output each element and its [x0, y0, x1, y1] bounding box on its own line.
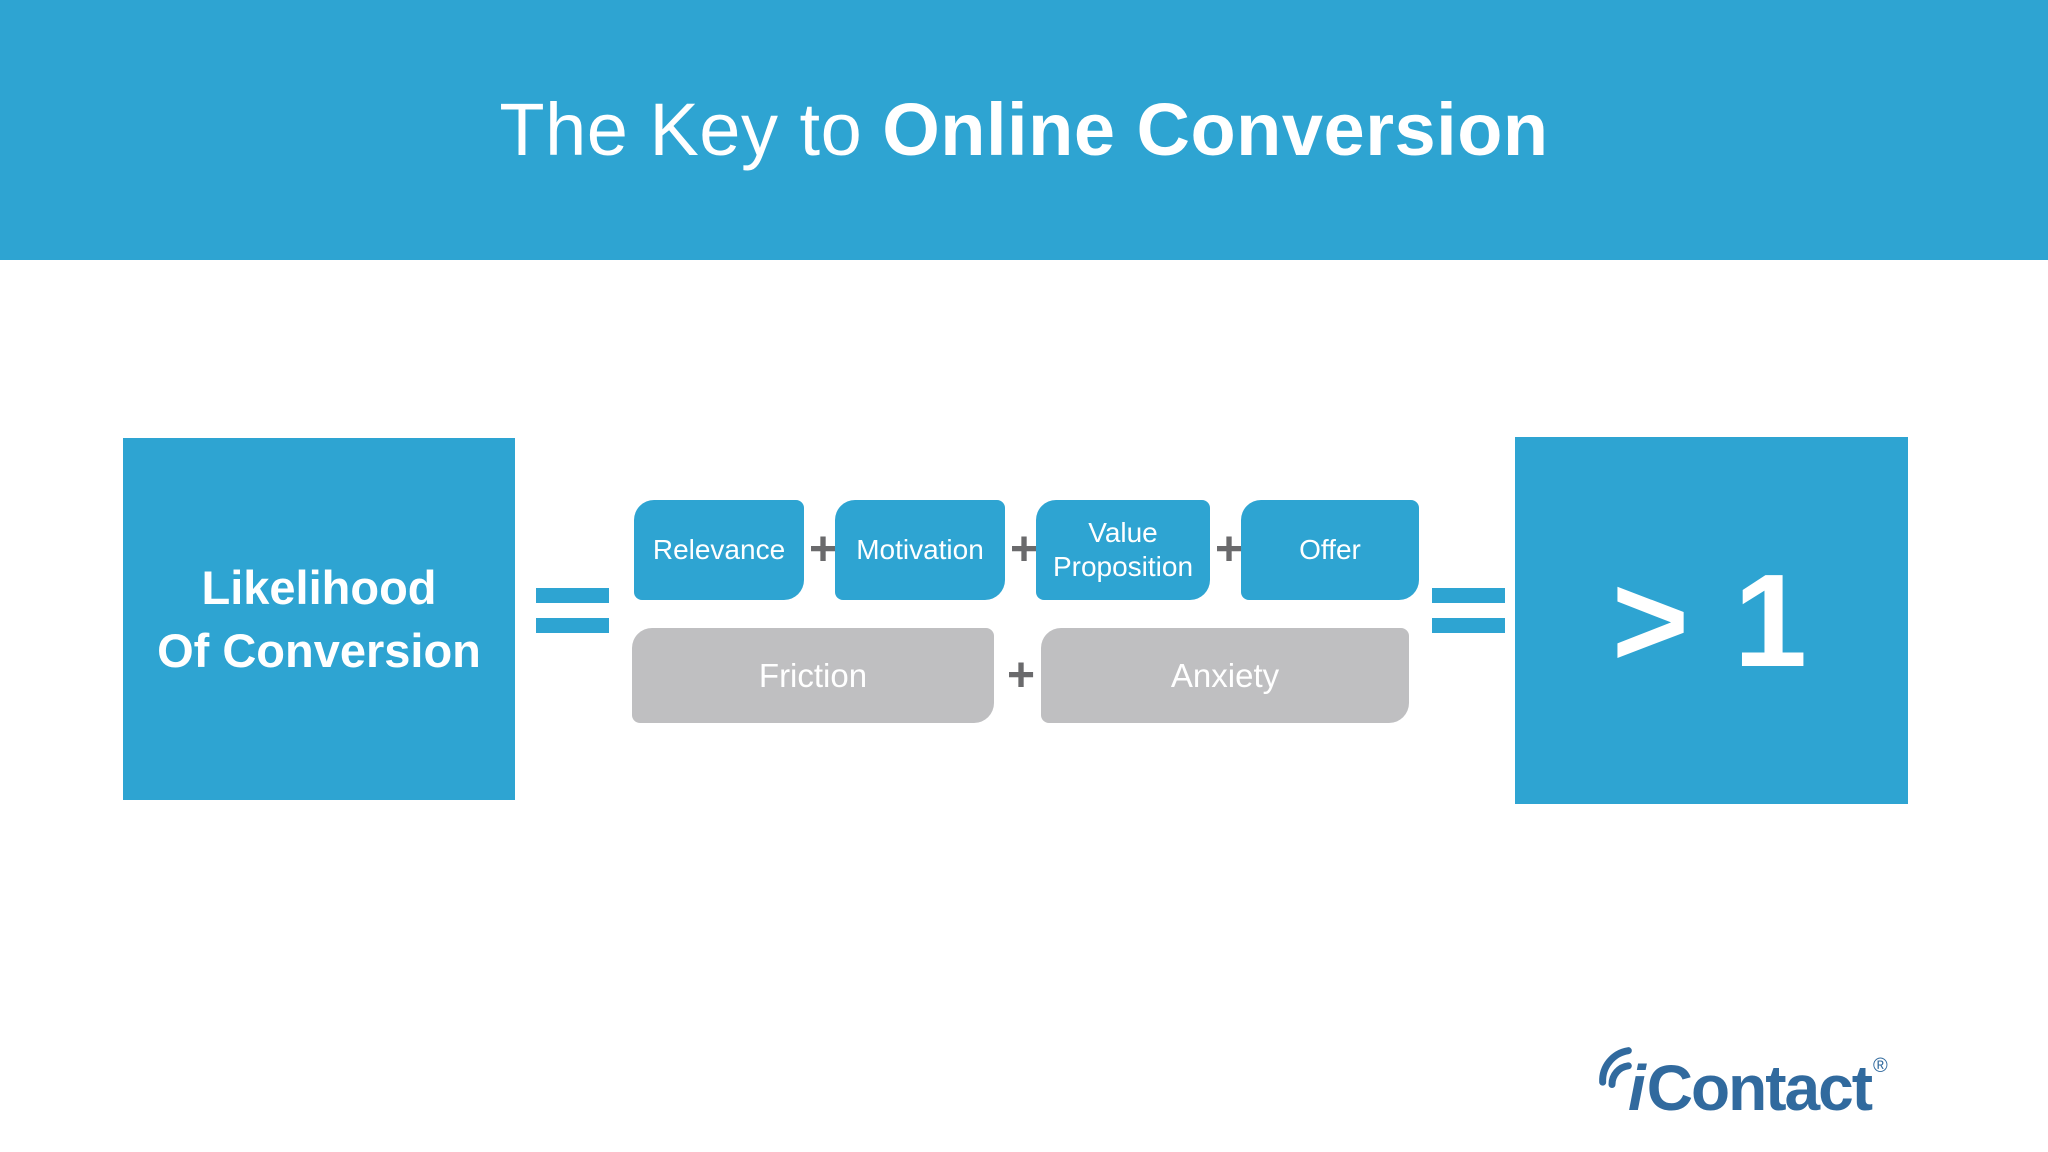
plus-operator: +: [1010, 523, 1039, 576]
title-bold: Online Conversion: [882, 88, 1549, 171]
term-box-value-proposition: Value Proposition: [1036, 500, 1210, 600]
page-title: The Key to Online Conversion: [499, 93, 1548, 167]
likelihood-line2: Of Conversion: [157, 624, 481, 677]
term-label-friction: Friction: [758, 656, 868, 694]
result-box: > 1: [1515, 437, 1908, 804]
logo-wordmark: iContact®: [1628, 1056, 1888, 1120]
term-label-anxiety: Anxiety: [1170, 656, 1280, 694]
logo-text-contact: Contact: [1646, 1052, 1873, 1124]
term-label-motivation: Motivation: [856, 534, 984, 566]
term-box-motivation: Motivation: [835, 500, 1005, 600]
denominator-row: Friction + Anxiety: [632, 628, 1409, 723]
plus-operator: +: [1007, 648, 1036, 702]
logo-letter-i: i: [1628, 1052, 1646, 1124]
signal-arcs-icon: [1599, 1047, 1632, 1088]
likelihood-line1: Likelihood: [201, 560, 437, 614]
equals-bar-bottom: [1432, 618, 1505, 633]
term-box-anxiety: Anxiety: [1041, 628, 1409, 723]
plus-operator: +: [1215, 523, 1244, 576]
registered-mark: ®: [1873, 1055, 1888, 1077]
term-label-offer: Offer: [1299, 534, 1361, 566]
equals-bar-bottom: [536, 618, 609, 633]
term-label-value-proposition: Value Proposition: [1052, 517, 1194, 582]
plus-operator: +: [809, 523, 838, 576]
likelihood-box: Likelihood Of Conversion: [123, 438, 515, 800]
title-light: The Key to: [499, 88, 863, 171]
numerator-row: Relevance + Motivation + Value Propositi…: [634, 500, 1419, 600]
header-bar: The Key to Online Conversion: [0, 0, 2048, 260]
equals-sign-right: [1432, 588, 1505, 633]
term-box-relevance: Relevance: [634, 500, 804, 600]
term-box-friction: Friction: [632, 628, 994, 723]
equals-sign-left: [536, 588, 609, 633]
term-label-relevance: Relevance: [652, 534, 786, 566]
equals-bar-top: [536, 588, 609, 603]
equals-bar-top: [1432, 588, 1505, 603]
greater-than-one-label: > 1: [1611, 547, 1812, 694]
term-box-offer: Offer: [1241, 500, 1419, 600]
